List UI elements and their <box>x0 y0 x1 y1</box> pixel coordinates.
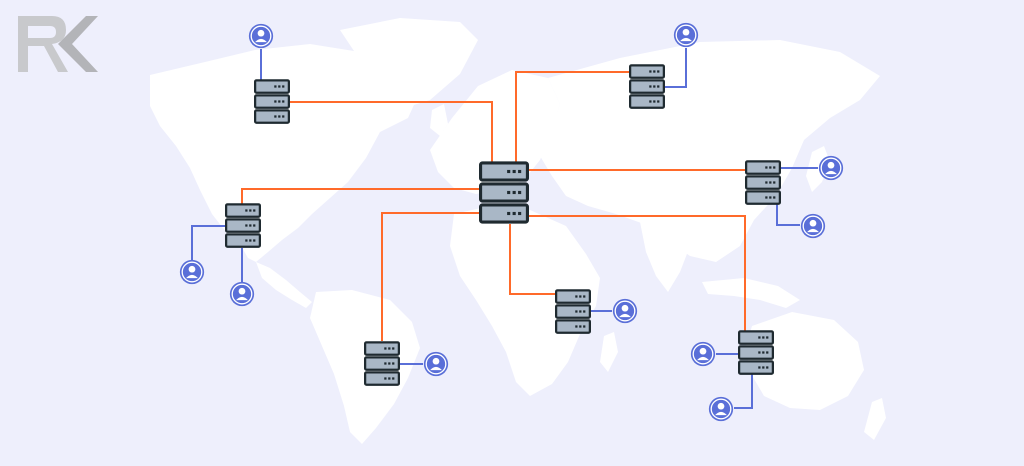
user-links <box>191 48 818 409</box>
central-europe-origin-server <box>479 161 529 224</box>
new-zealand-landmass <box>864 398 886 440</box>
logo-letter-r <box>18 16 68 72</box>
user-icon-east-asia-north <box>818 155 844 181</box>
world-map <box>150 18 886 444</box>
rk-logo <box>18 16 98 72</box>
greenland-landmass <box>340 18 478 108</box>
link-to-north-america <box>290 101 493 162</box>
user-icon-australia-south <box>708 396 734 422</box>
madagascar-landmass <box>600 332 618 372</box>
user-icon-south-america <box>423 351 449 377</box>
central-america-edge-server <box>225 203 261 248</box>
north-america-landmass <box>150 44 418 262</box>
logo-letter-k <box>58 16 98 72</box>
user-icon-east-asia-south <box>800 213 826 239</box>
australia-landmass <box>746 312 864 410</box>
user-icon-australia-west <box>690 341 716 367</box>
link-user-east-asia-south <box>776 200 800 226</box>
user-icon-russia <box>673 22 699 48</box>
user-icon-central-america-west <box>179 259 205 285</box>
link-to-australia <box>527 215 746 331</box>
link-to-east-africa <box>509 224 556 295</box>
india-landmass <box>640 222 690 292</box>
australia-edge-server <box>738 330 774 375</box>
central-america-landmass <box>256 262 312 308</box>
user-icon-central-america-south <box>229 281 255 307</box>
link-to-south-america <box>381 212 480 341</box>
uk-landmass <box>430 104 448 136</box>
link-to-russia <box>515 71 630 162</box>
user-icon-east-africa <box>612 298 638 324</box>
link-user-central-america-west <box>191 225 226 260</box>
indonesia-landmass <box>702 278 800 308</box>
east-africa-edge-server <box>555 289 591 334</box>
russia-edge-server <box>629 64 665 109</box>
north-america-edge-server <box>254 79 290 124</box>
south-america-edge-server <box>364 341 400 386</box>
link-to-central-america <box>241 188 480 205</box>
user-icon-north-america <box>248 23 274 49</box>
origin-links <box>241 71 747 341</box>
link-user-australia-south <box>734 374 753 409</box>
asia-landmass <box>540 40 880 262</box>
africa-landmass <box>450 206 600 396</box>
link-user-russia <box>664 48 687 88</box>
east-asia-edge-server <box>745 160 781 205</box>
